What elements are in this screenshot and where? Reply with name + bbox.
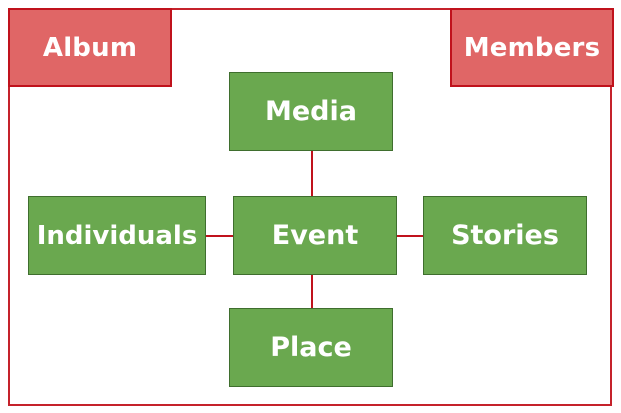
members-label-box: Members: [450, 8, 614, 87]
node-media-label: Media: [265, 96, 357, 127]
node-media: Media: [229, 72, 393, 151]
connector-individuals-event: [206, 235, 233, 237]
node-event: Event: [233, 196, 397, 275]
node-individuals: Individuals: [28, 196, 206, 275]
connector-media-event: [311, 151, 313, 196]
node-stories-label: Stories: [451, 220, 559, 251]
connector-event-place: [311, 275, 313, 308]
album-label-box: Album: [8, 8, 172, 87]
node-place: Place: [229, 308, 393, 387]
connector-event-stories: [397, 235, 423, 237]
node-place-label: Place: [270, 332, 352, 363]
album-label: Album: [42, 32, 138, 63]
node-stories: Stories: [423, 196, 587, 275]
node-event-label: Event: [271, 220, 359, 251]
node-individuals-label: Individuals: [36, 220, 198, 251]
members-label: Members: [463, 32, 601, 63]
